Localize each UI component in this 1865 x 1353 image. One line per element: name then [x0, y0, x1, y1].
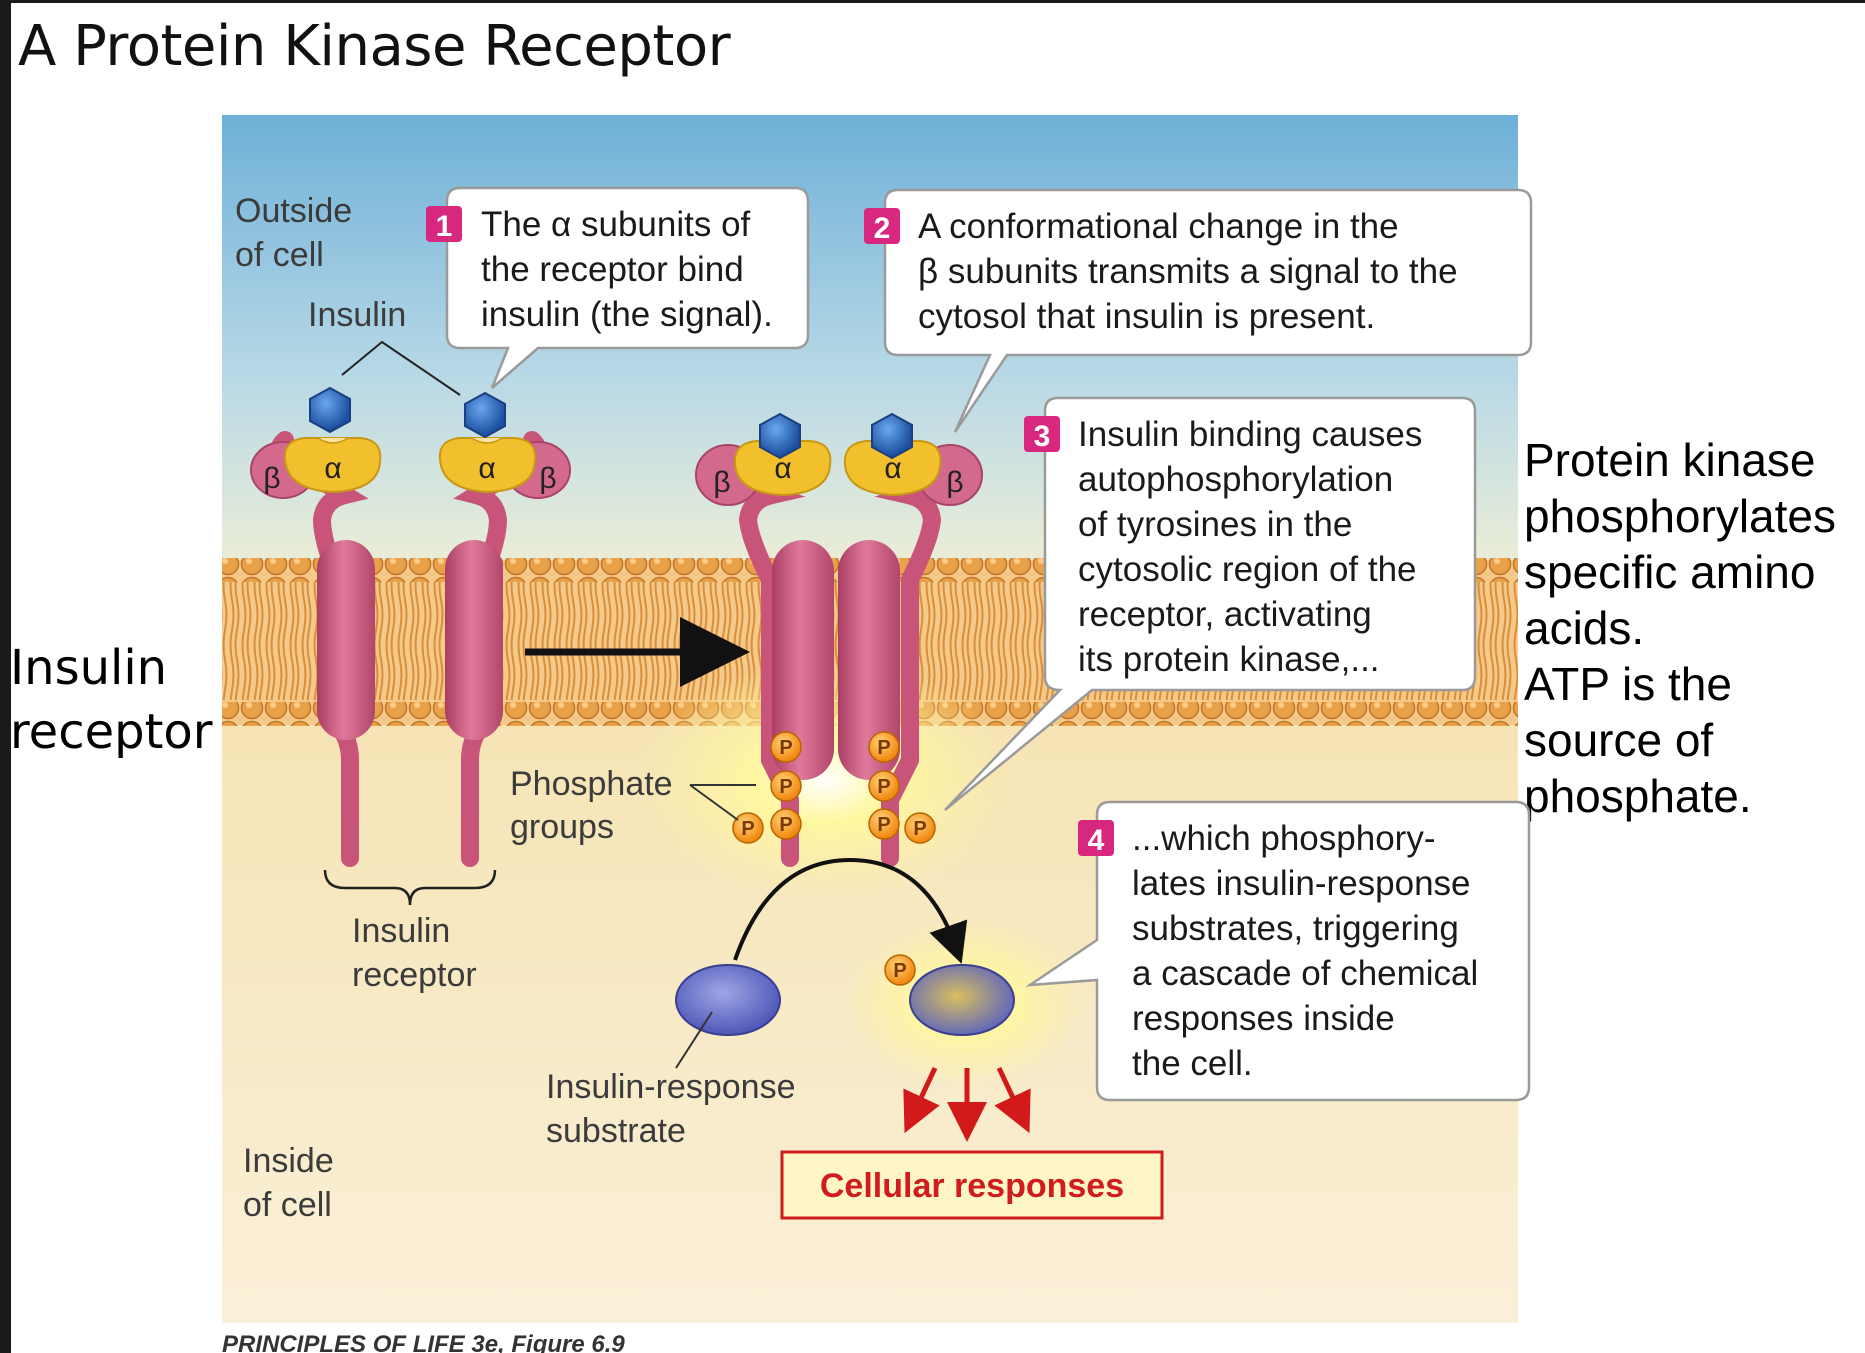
beta-label: β	[946, 466, 963, 499]
step-badge	[426, 206, 462, 242]
callout-text: substrates, triggering	[1132, 909, 1459, 948]
insulin-pointer-line	[341, 340, 461, 396]
callout-text: A conformational change in the	[918, 207, 1399, 246]
phosphorylation-arrow	[733, 857, 968, 964]
bound-insulin	[871, 412, 913, 460]
response-arrows	[903, 1066, 1031, 1142]
phosphate-p: P	[779, 776, 792, 798]
insulin-response-substrate	[675, 964, 781, 1036]
phosphate-p: P	[913, 818, 926, 840]
step-badge	[864, 208, 900, 244]
substrate-label: Insulin-response	[546, 1068, 795, 1106]
inactive-receptor	[250, 431, 571, 867]
callout-text: of tyrosines in the	[1078, 505, 1352, 544]
insulin-molecule	[464, 391, 506, 439]
phosphate-p: P	[877, 814, 890, 836]
insulin-molecule	[309, 386, 351, 434]
outside-cell-label: of cell	[235, 236, 324, 274]
callout-text: cytosolic region of the	[1078, 550, 1417, 589]
cellular-responses-label: Cellular responses	[820, 1167, 1124, 1205]
callout-text: β subunits transmits a signal to the	[918, 252, 1458, 291]
phosphate-p: P	[741, 818, 754, 840]
slide-title: A Protein Kinase Receptor	[18, 14, 731, 79]
callout-text: the cell.	[1132, 1044, 1253, 1083]
step-badge	[1078, 820, 1114, 856]
beta-label: β	[263, 462, 280, 495]
step-badge	[1024, 416, 1060, 452]
phosphate-p: P	[877, 776, 890, 798]
substrate-pointer-line	[675, 1011, 713, 1069]
bound-insulin	[759, 412, 801, 460]
left-rule	[0, 0, 11, 1353]
outside-cell-label: Outside	[235, 192, 352, 230]
receptor-label: receptor	[352, 956, 477, 994]
callout-text: receptor, activating	[1078, 595, 1372, 634]
phosphorylated-substrate	[909, 964, 1015, 1036]
callout-text: ...which phosphory-	[1132, 819, 1435, 858]
callout-text: Insulin binding causes	[1078, 415, 1422, 454]
beta-label: β	[539, 462, 556, 495]
callout-text: autophosphorylation	[1078, 460, 1393, 499]
phosphate-groups-label: groups	[510, 808, 614, 846]
top-rule	[0, 0, 1865, 3]
inside-cell-label: of cell	[243, 1186, 332, 1224]
callout-text: its protein kinase,...	[1078, 640, 1380, 679]
substrate-label: substrate	[546, 1112, 686, 1150]
receptor-brace	[323, 869, 497, 906]
callout-text: the receptor bind	[481, 250, 744, 289]
alpha-label: α	[774, 452, 791, 485]
callout-text: The α subunits of	[481, 205, 751, 244]
side-left-line: Insulin	[10, 640, 168, 696]
callout-text: responses inside	[1132, 999, 1395, 1038]
figure-credit: PRINCIPLES OF LIFE 3e, Figure 6.9	[222, 1331, 625, 1353]
callout-text: cytosol that insulin is present.	[918, 297, 1375, 336]
side-right-line: source of	[1524, 714, 1714, 766]
step-number: 2	[874, 212, 891, 245]
side-right-line: Protein kinase	[1524, 434, 1816, 486]
side-left-line: receptor	[10, 704, 213, 760]
alpha-label: α	[884, 452, 901, 485]
phosphate-p: P	[893, 960, 906, 982]
substrate-phosphate	[884, 954, 916, 986]
cellular-responses-box	[780, 1150, 1164, 1220]
phosphate-group: P P P P P P P P	[732, 731, 936, 844]
side-right-line: phosphorylates	[1524, 490, 1836, 542]
alpha-label: α	[324, 452, 341, 485]
side-right-line: phosphate.	[1524, 770, 1752, 822]
alpha-label: α	[478, 452, 495, 485]
callout-text: lates insulin-response	[1132, 864, 1471, 903]
callout-text: insulin (the signal).	[481, 295, 773, 334]
callout-step-2: 2 A conformational change in the β subun…	[864, 188, 1533, 433]
step-number: 3	[1034, 420, 1051, 453]
side-note-right: Protein kinase phosphorylates specific a…	[1524, 432, 1864, 824]
receptor-label: Insulin	[352, 912, 450, 950]
callout-step-4: 4 ...which phosphory- lates insulin-resp…	[1025, 800, 1531, 1102]
phosphate-p: P	[877, 737, 890, 759]
step-number: 4	[1088, 824, 1105, 857]
callout-text: a cascade of chemical	[1132, 954, 1478, 993]
phosphate-groups-label: Phosphate	[510, 765, 673, 803]
insulin-label: Insulin	[308, 296, 406, 334]
step-number: 1	[436, 210, 453, 243]
phosphate-p: P	[779, 737, 792, 759]
phosphate-p: P	[779, 814, 792, 836]
callout-step-3: 3 Insulin binding causes autophosphoryla…	[944, 396, 1477, 811]
side-right-line: specific amino	[1524, 546, 1816, 598]
side-right-line: acids.	[1524, 602, 1645, 654]
side-right-line: ATP is the	[1524, 658, 1732, 710]
side-note-left: Insulin receptor	[10, 636, 220, 764]
inside-cell-label: Inside	[243, 1142, 334, 1180]
beta-label: β	[713, 466, 730, 499]
phosphate-pointer-line	[689, 784, 756, 821]
callout-step-1: 1 The α subunits of the receptor bind in…	[426, 186, 810, 389]
